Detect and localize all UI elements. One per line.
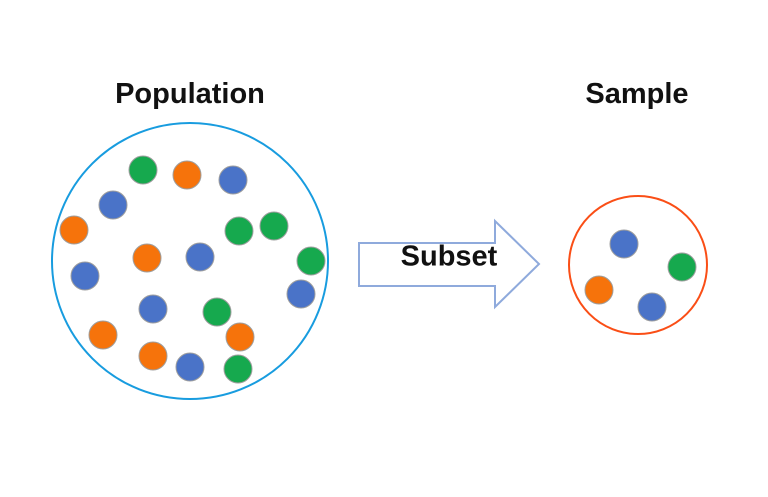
population-dot-blue bbox=[138, 294, 168, 324]
subset-arrow-label: Subset bbox=[400, 240, 498, 273]
population-dot-green bbox=[202, 297, 232, 327]
population-dot-green bbox=[128, 155, 158, 185]
sample-dot-blue bbox=[637, 292, 667, 322]
population-dot-orange bbox=[59, 215, 89, 245]
sample-title: Sample bbox=[585, 78, 689, 110]
population-dot-blue bbox=[286, 279, 316, 309]
population-circle bbox=[51, 122, 329, 400]
sample-dot-green bbox=[667, 252, 697, 282]
sample-circle bbox=[568, 195, 708, 335]
population-dot-blue bbox=[218, 165, 248, 195]
population-dot-orange bbox=[88, 320, 118, 350]
population-dot-orange bbox=[172, 160, 202, 190]
population-dot-green bbox=[223, 354, 253, 384]
population-dot-green bbox=[296, 246, 326, 276]
population-dot-blue bbox=[175, 352, 205, 382]
population-dot-green bbox=[224, 216, 254, 246]
sample-dot-orange bbox=[584, 275, 614, 305]
population-dot-blue bbox=[98, 190, 128, 220]
population-dot-blue bbox=[185, 242, 215, 272]
population-title: Population bbox=[115, 78, 265, 110]
population-dot-orange bbox=[138, 341, 168, 371]
subset-arrow-shape bbox=[358, 218, 541, 310]
population-dot-green bbox=[259, 211, 289, 241]
sample-dot-blue bbox=[609, 229, 639, 259]
population-dot-blue bbox=[70, 261, 100, 291]
population-dot-orange bbox=[225, 322, 255, 352]
population-dot-orange bbox=[132, 243, 162, 273]
